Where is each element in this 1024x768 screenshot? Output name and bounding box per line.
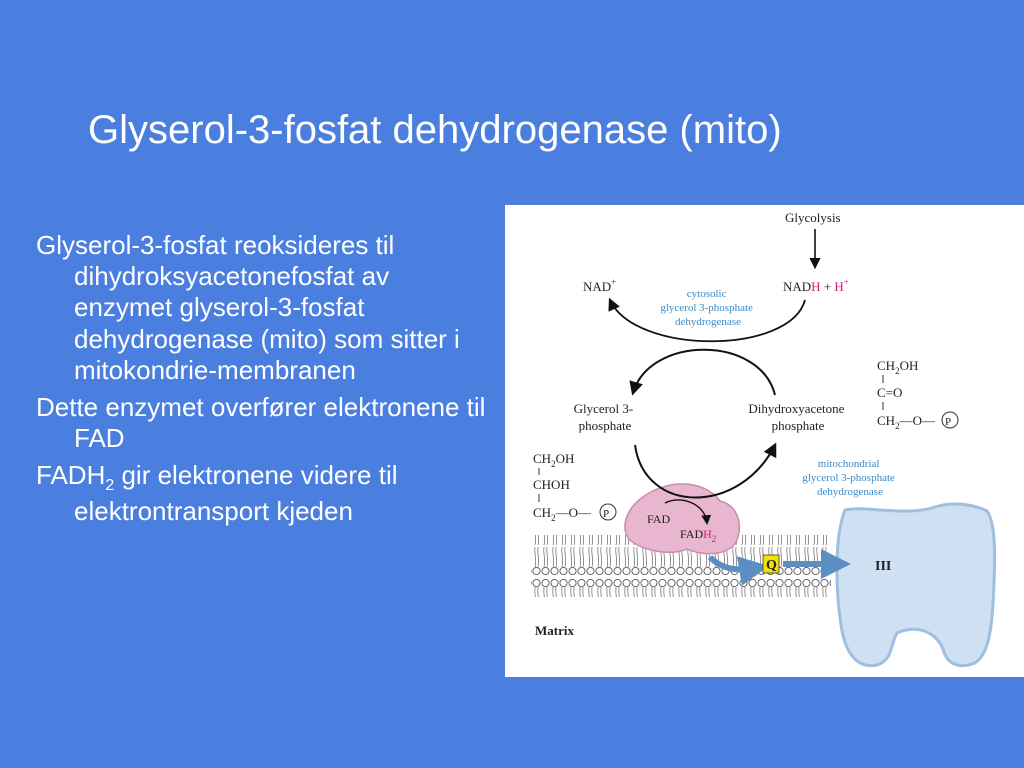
svg-text:CH2—O—: CH2—O— bbox=[533, 505, 592, 523]
glycolysis-label: Glycolysis bbox=[785, 210, 841, 225]
fad-label: FAD bbox=[647, 512, 670, 526]
dhap-label: Dihydroxyacetone phosphate bbox=[748, 401, 847, 433]
lower-cycle-arc bbox=[634, 442, 777, 499]
svg-text:CH2OH: CH2OH bbox=[533, 451, 574, 469]
complex-iii-shape bbox=[835, 502, 997, 668]
bullet-item: Dette enzymet overfører elektronene til … bbox=[36, 392, 486, 454]
slide-title: Glyserol-3-fosfat dehydrogenase (mito) bbox=[88, 108, 782, 152]
diagram-figure: III Q Glycolysis NAD+ NADH + H+ cytosoli… bbox=[505, 205, 1024, 677]
svg-text:CHOH: CHOH bbox=[533, 477, 570, 492]
complex-iii-label: III bbox=[875, 559, 891, 574]
dhap-structure: CH2OH C=O CH2—O— P bbox=[877, 358, 959, 431]
glycerol-3-phosphate-label: Glycerol 3- phosphate bbox=[574, 401, 637, 433]
fadh2-label: FADH2 bbox=[680, 527, 716, 544]
svg-text:P: P bbox=[603, 508, 609, 520]
bullet-text-prefix: FADH bbox=[36, 460, 106, 491]
bullet-text-suffix: gir elektronene videre til elektrontrans… bbox=[74, 460, 398, 526]
q-label: Q bbox=[766, 558, 777, 573]
glycerol-3-phosphate-structure: CH2OH CHOH CH2—O— P bbox=[533, 451, 617, 523]
bullet-text: Glyserol-3-fosfat reoksideres til dihydr… bbox=[36, 230, 460, 385]
svg-text:P: P bbox=[945, 416, 951, 428]
nadh-label: NADH + H+ bbox=[783, 277, 849, 294]
mito-enzyme-label: mitochondrial glycerol 3-phosphate dehyd… bbox=[802, 458, 897, 498]
bullet-list: Glyserol-3-fosfat reoksideres til dihydr… bbox=[36, 230, 486, 533]
diagram-svg: III Q Glycolysis NAD+ NADH + H+ cytosoli… bbox=[531, 210, 997, 668]
matrix-label: Matrix bbox=[535, 623, 574, 638]
fad-reduction-arrow bbox=[664, 499, 712, 525]
svg-text:CH2—O—: CH2—O— bbox=[877, 413, 936, 431]
bullet-item: FADH2 gir elektronene videre til elektro… bbox=[36, 460, 486, 527]
svg-text:CH2OH: CH2OH bbox=[877, 358, 918, 376]
electron-flow-arrow-to-q bbox=[707, 554, 769, 586]
svg-text:C=O: C=O bbox=[877, 385, 902, 400]
bullet-item: Glyserol-3-fosfat reoksideres til dihydr… bbox=[36, 230, 486, 386]
nad-plus-label: NAD+ bbox=[583, 277, 616, 294]
q-box bbox=[762, 554, 780, 574]
upper-cycle-arc bbox=[629, 348, 776, 396]
bullet-text-subscript: 2 bbox=[105, 477, 115, 495]
bullet-text: Dette enzymet overfører elektronene til … bbox=[36, 391, 486, 454]
mito-enzyme-shape bbox=[624, 483, 741, 555]
cytosolic-enzyme-label: cytosolic glycerol 3-phosphate dehydroge… bbox=[660, 288, 755, 328]
cytosolic-reaction-arc bbox=[608, 297, 806, 343]
